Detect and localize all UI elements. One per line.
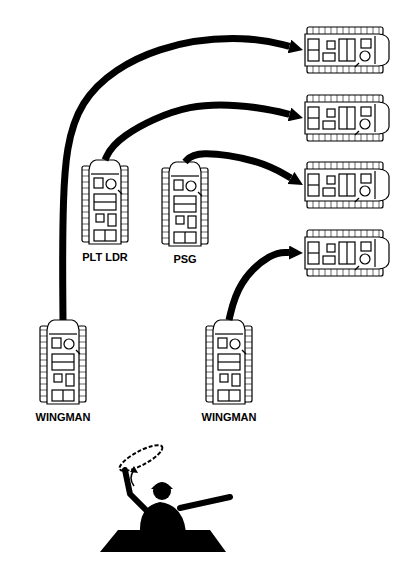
movement-arrow [229, 252, 289, 320]
movement-arrow [185, 154, 291, 178]
unit-label: WINGMAN [194, 411, 264, 423]
vehicle-outline [303, 93, 391, 143]
soldier-silhouette [100, 441, 230, 552]
unit-label: PSG [150, 253, 220, 265]
vehicle-outline [82, 160, 128, 245]
vehicle-outline [40, 320, 86, 405]
soldier-arm [125, 470, 146, 510]
vehicle-node [303, 93, 391, 143]
movement-arrow [105, 105, 289, 160]
vehicle-outline [162, 162, 208, 247]
signal-flag-loop [117, 441, 166, 476]
vehicle-node [303, 160, 391, 210]
vehicle-node: PSG [150, 162, 220, 265]
movement-arrow [63, 39, 290, 320]
vehicle-node: WINGMAN [28, 320, 98, 423]
unit-label: WINGMAN [28, 411, 98, 423]
vehicle-node: WINGMAN [194, 320, 264, 423]
motion-arrowhead [130, 466, 138, 473]
soldier-helmet [151, 483, 173, 490]
vehicle-node [303, 228, 391, 278]
vehicle-outline [303, 228, 391, 278]
vehicle-node [303, 25, 391, 75]
vehicle-outline [303, 25, 391, 75]
vehicle-outline [206, 320, 252, 405]
vehicle-outline [303, 160, 391, 210]
unit-label: PLT LDR [70, 251, 140, 263]
vehicle-node: PLT LDR [70, 160, 140, 263]
hatch-base [100, 530, 226, 552]
soldier-arm [180, 497, 230, 508]
